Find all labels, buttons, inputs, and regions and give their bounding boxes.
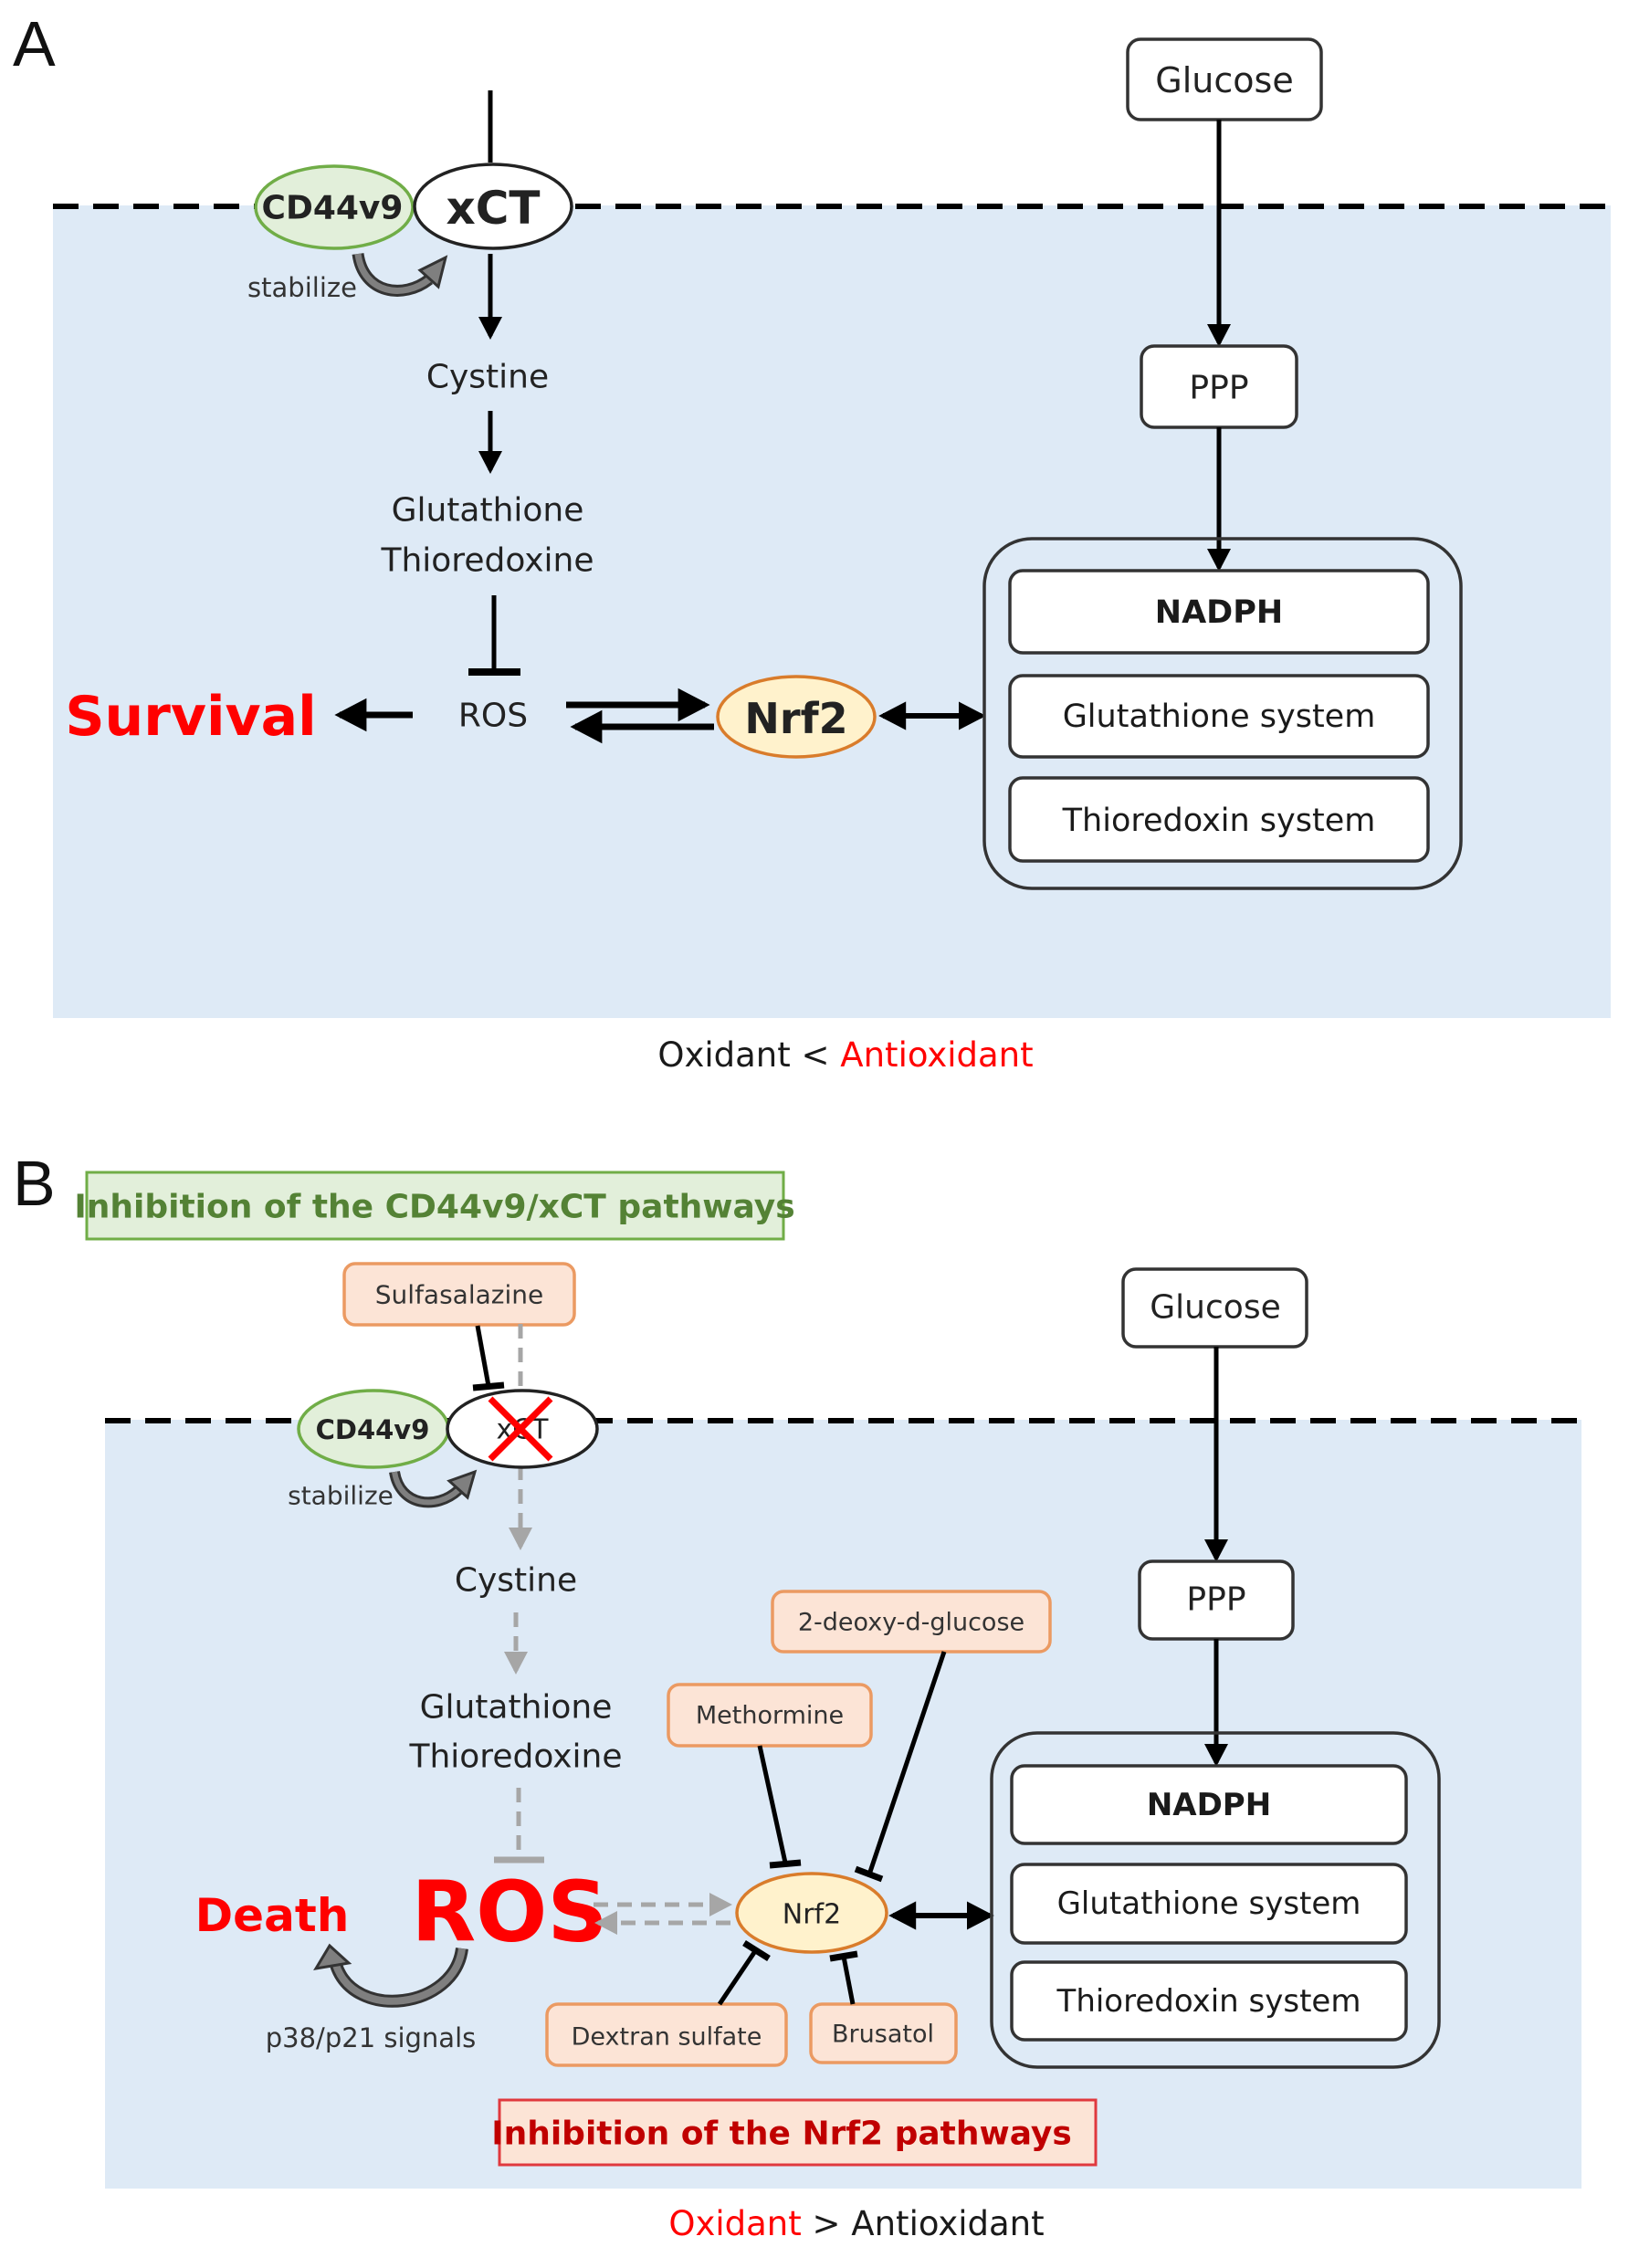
redox-balance-a: Oxidant < Antioxidant — [657, 1035, 1033, 1075]
nadph-label-b: NADPH — [1147, 1787, 1271, 1823]
cd44v9-node — [254, 164, 415, 250]
nadph-label-a: NADPH — [1155, 594, 1283, 631]
thioredoxine-label-a: Thioredoxine — [380, 542, 594, 580]
ros-label-a: ROS — [458, 698, 528, 735]
panel-label-a: A — [13, 8, 56, 79]
panel-b: B Inhibition of the CD44v9/xCT pathways … — [13, 1148, 1581, 2243]
glutathione-system-label-b: Glutathione system — [1057, 1885, 1361, 1922]
glutathione-system-box-b — [1010, 1863, 1408, 1945]
glucose-box-a — [1126, 37, 1323, 121]
p38-p21-signals-label: p38/p21 signals — [266, 2022, 477, 2053]
balance-op-b: > — [802, 2204, 852, 2243]
sulfasalazine-box — [342, 1262, 576, 1327]
blocked-x-icon — [488, 1396, 553, 1462]
thioredoxin-system-label-b: Thioredoxin system — [1056, 1983, 1361, 2020]
glutathione-label-b: Glutathione — [420, 1689, 613, 1727]
stabilize-arrow-head-b — [447, 1469, 478, 1500]
xct-label: xCT — [446, 182, 540, 235]
glutathione-system-label-a: Glutathione system — [1063, 698, 1376, 735]
glucose-label-b: Glucose — [1150, 1289, 1280, 1327]
deoxyglucose-inhibits-nrf2-line — [867, 1651, 947, 1873]
thioredoxin-system-label-a: Thioredoxin system — [1062, 803, 1376, 839]
brusatol-inhibits-nrf2-line — [841, 1956, 856, 2005]
antioxidant-systems-group-a — [982, 537, 1463, 890]
cd44v9-label-b: CD44v9 — [316, 1414, 430, 1445]
nadph-box-b — [1010, 1764, 1408, 1845]
cd44-pathway-banner-label: Inhibition of the CD44v9/xCT pathways — [74, 1189, 794, 1226]
nrf2-label-a: Nrf2 — [744, 694, 847, 743]
methormine-label: Methormine — [696, 1702, 844, 1730]
deoxyglucose-label: 2-deoxy-d-glucose — [798, 1609, 1024, 1637]
dextran-sulfate-box — [545, 2002, 788, 2067]
sulfasalazine-inhibits-xct-line — [475, 1325, 491, 1387]
nadph-box-a — [1008, 569, 1430, 655]
stabilize-arrow-inner — [354, 253, 432, 294]
ppp-label-a: PPP — [1189, 370, 1248, 407]
dextran-inhibits-nrf2-bar — [742, 1940, 771, 1961]
nrf2-node-b — [735, 1872, 888, 1954]
xct-node — [413, 163, 573, 250]
stabilize-arrow-inner-b — [392, 1471, 461, 1506]
glutathione-label-a: Glutathione — [392, 492, 584, 530]
balance-op-a: < — [791, 1035, 841, 1075]
nrf2-node-a — [716, 675, 877, 759]
brusatol-box — [809, 2002, 958, 2064]
redox-balance-b: Oxidant > Antioxidant — [668, 2204, 1044, 2243]
cd44v9-label: CD44v9 — [262, 190, 404, 227]
antioxidant-systems-group-b — [990, 1731, 1441, 2069]
deoxyglucose-box — [771, 1590, 1052, 1654]
balance-right-a: Antioxidant — [840, 1035, 1033, 1075]
brusatol-inhibits-nrf2-bar — [829, 1950, 858, 1962]
survival-label: Survival — [65, 685, 316, 749]
deoxyglucose-inhibits-nrf2-bar — [854, 1865, 884, 1883]
stabilize-arrow-head — [417, 255, 448, 289]
dextran-sulfate-label: Dextran sulfate — [572, 2023, 762, 2052]
balance-right-b: Antioxidant — [851, 2204, 1044, 2243]
methormine-inhibits-nrf2-bar — [769, 1859, 802, 1869]
nrf2-label-b: Nrf2 — [783, 1899, 841, 1931]
dextran-inhibits-nrf2-line — [717, 1949, 758, 2006]
death-label: Death — [195, 1889, 350, 1942]
stabilize-label-b: stabilize — [288, 1481, 394, 1511]
glucose-label-a: Glucose — [1155, 60, 1293, 100]
ros-to-death-arrow-head — [313, 1943, 352, 1971]
glutathione-system-box-a — [1008, 674, 1430, 759]
sulfasalazine-label: Sulfasalazine — [375, 1280, 543, 1310]
methormine-box — [667, 1683, 873, 1748]
panel-a: A CD44v9 xCT stabilize Cystine Glutathio… — [13, 8, 1611, 1075]
brusatol-label: Brusatol — [832, 2021, 934, 2049]
thioredoxin-system-box-a — [1008, 776, 1430, 863]
cystine-label-a: Cystine — [426, 359, 549, 396]
stabilize-label-a: stabilize — [247, 272, 357, 303]
ros-to-death-arrow-inner — [332, 1948, 466, 2005]
ppp-label-b: PPP — [1186, 1581, 1245, 1619]
thioredoxine-label-b: Thioredoxine — [408, 1738, 622, 1776]
sulfasalazine-inhibits-xct-bar — [472, 1381, 505, 1391]
methormine-inhibits-nrf2-line — [757, 1745, 788, 1864]
panel-label-b: B — [13, 1148, 56, 1219]
nrf2-pathway-banner-label: Inhibition of the Nrf2 pathways — [491, 2116, 1072, 2153]
thioredoxin-system-box-b — [1010, 1960, 1408, 2042]
cystine-label-b: Cystine — [455, 1562, 577, 1600]
ros-label-b: ROS — [411, 1864, 607, 1961]
balance-left-b: Oxidant — [668, 2204, 801, 2243]
nrf2-pathway-banner — [498, 2098, 1098, 2167]
balance-left-a: Oxidant — [657, 1035, 790, 1075]
cd44-pathway-banner — [85, 1171, 785, 1241]
